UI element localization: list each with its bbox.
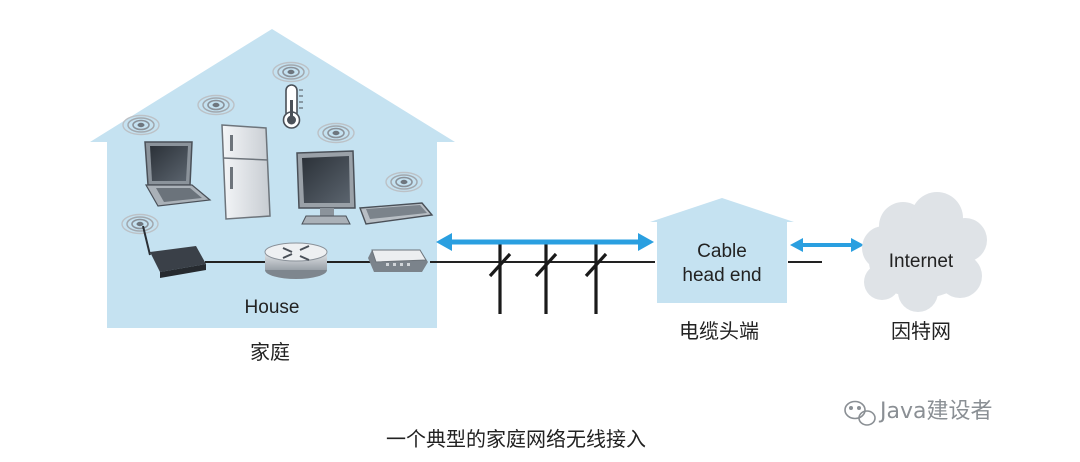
wechat-icon [844,400,876,426]
bidirectional-arrow-internet [790,238,864,252]
house-label: House [245,297,300,318]
cloud-icon [862,192,987,312]
thermometer-icon [272,61,310,129]
headend-shape [650,198,794,303]
bidirectional-arrow [436,233,654,251]
figure-caption: 一个典型的家庭网络无线接入 [386,428,646,451]
router-icon [264,242,328,279]
modem-icon [121,213,206,278]
access-point-icon [368,249,428,272]
laptop-icon [122,114,212,207]
refrigerator-icon [197,94,271,220]
internet-caption: 因特网 [891,320,951,343]
watermark-text: Java建设者 [878,399,992,424]
house-caption: 家庭 [250,341,290,364]
keyboard-icon [359,171,434,225]
internet-label: Internet [889,251,954,272]
headend-label-line1: Cable [697,241,747,262]
headend-label-line2: head end [682,265,761,286]
headend-caption: 电缆头端 [679,320,759,343]
monitor-icon [296,122,356,225]
